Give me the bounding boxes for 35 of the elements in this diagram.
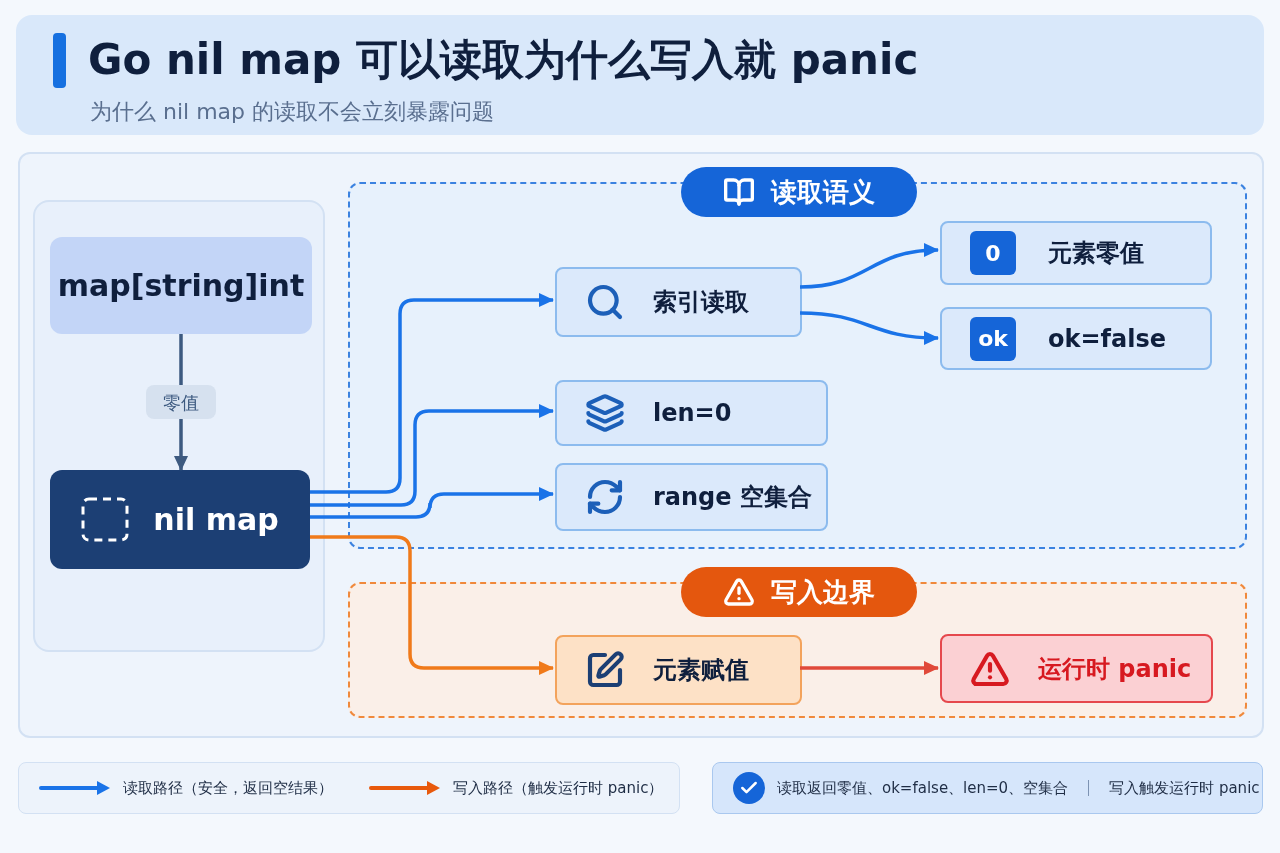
box-label: range 空集合 (653, 482, 812, 513)
arrow (799, 311, 939, 345)
arrow (310, 293, 554, 494)
box-label: 索引读取 (653, 287, 749, 318)
result-box (940, 307, 1212, 370)
section-title: 写入边界 (771, 575, 875, 609)
summary-text: 读取返回零值、ok=false、len=0、空集合 (777, 777, 1069, 799)
arrow (800, 661, 939, 675)
value-badge: 0 (970, 231, 1016, 275)
title: Go nil map 可以读取为什么写入就 panic (88, 34, 919, 86)
legend-text: 读取路径（安全，返回空结果） (123, 777, 333, 799)
value-badge: ok (970, 316, 1016, 361)
legend-text: 写入路径（触发运行时 panic） (453, 777, 664, 799)
summary-text: 写入触发运行时 panic (1109, 777, 1260, 799)
result-box (940, 221, 1212, 285)
process-box (50, 470, 310, 569)
arrow (799, 243, 939, 289)
process-box (555, 380, 828, 446)
box-label: 元素赋值 (653, 655, 749, 686)
subtitle: 为什么 nil map 的读取不会立刻暴露问题 (90, 98, 495, 126)
arrow (310, 535, 554, 675)
box-label: ok=false (1048, 323, 1166, 355)
box-label: 元素零值 (1048, 238, 1144, 269)
arrow (310, 487, 554, 519)
process-box (555, 267, 802, 337)
edge-label: 零值 (146, 385, 216, 419)
process-box (555, 463, 828, 531)
process-box (555, 635, 802, 705)
process-box (940, 634, 1213, 703)
type-box: map[string]int (50, 237, 312, 334)
box-label: len=0 (653, 398, 732, 429)
arrow (310, 404, 554, 507)
section-title: 读取语义 (771, 175, 875, 209)
box-label: nil map (153, 501, 279, 539)
box-label: 运行时 panic (1038, 653, 1192, 685)
